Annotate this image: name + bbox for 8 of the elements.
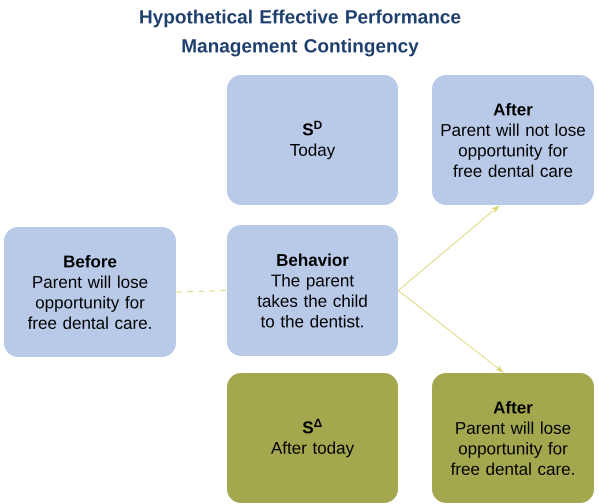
- title: Hypothetical Effective Performance Management Contingency: [140, 10, 460, 56]
- connector-line: [176, 290, 228, 292]
- stimulus-box: S$^{Δ}$ After today: [227, 373, 398, 503]
- antecedent-box: Before Parent will lose opportunity for free dental care.: [4, 227, 176, 357]
- consequence-box: After Parent will lose opportunity for free dental care.: [432, 373, 594, 503]
- stimulus-box: S$^{D}$ Today: [227, 75, 398, 205]
- behavior-box: Behavior The parent takes the child to the dentist.: [227, 225, 398, 356]
- consequence-box: After Parent will not lose opportunity for free dental care: [432, 75, 594, 205]
